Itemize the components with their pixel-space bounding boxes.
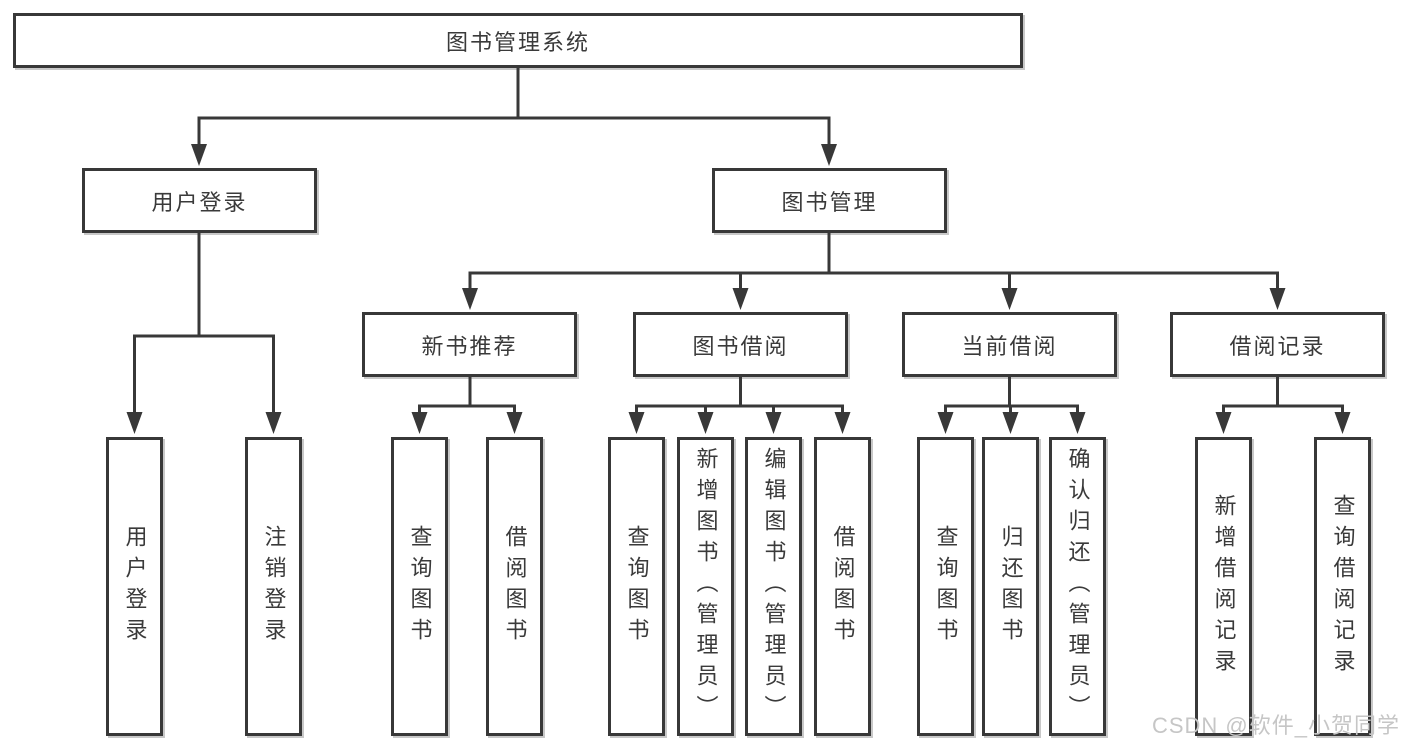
leaf-query-books-current: 查询图书	[917, 437, 974, 736]
leaf-query-books-borrow: 查询图书	[608, 437, 665, 736]
leaf-add-borrow-record-label: 新增借阅记录	[1211, 493, 1237, 680]
node-user-login: 用户登录	[82, 168, 317, 233]
node-root: 图书管理系统	[13, 13, 1023, 68]
node-book-management: 图书管理	[712, 168, 947, 233]
leaf-user-login: 用户登录	[106, 437, 163, 736]
new-book-branch	[411, 375, 523, 434]
root-branch	[191, 66, 837, 166]
node-borrowing-records: 借阅记录	[1170, 312, 1385, 377]
leaf-logout-login-label: 注销登录	[261, 524, 287, 649]
leaf-query-books-recommend-label: 查询图书	[407, 524, 433, 649]
leaf-return-books: 归还图书	[982, 437, 1039, 736]
book-management-branch	[462, 231, 1286, 310]
leaf-confirm-return-admin: 确认归还（管理员）	[1049, 437, 1106, 736]
leaf-query-books-borrow-label: 查询图书	[624, 524, 650, 649]
book-borrow-branch	[628, 375, 851, 434]
node-borrowing-records-label: 借阅记录	[1229, 333, 1326, 359]
leaf-query-books-current-label: 查询图书	[933, 524, 959, 649]
leaf-borrow-books-recommend-label: 借阅图书	[502, 524, 528, 649]
csdn-watermark: CSDN @软件_小贺同学	[1151, 713, 1400, 738]
leaf-query-books-recommend: 查询图书	[391, 437, 448, 736]
node-current-borrowing: 当前借阅	[902, 312, 1117, 377]
node-user-login-label: 用户登录	[151, 189, 248, 215]
node-new-book-recommendation: 新书推荐	[362, 312, 577, 377]
node-book-borrowing: 图书借阅	[633, 312, 848, 377]
leaf-logout-login: 注销登录	[245, 437, 302, 736]
leaf-confirm-return-admin-label: 确认归还（管理员）	[1065, 447, 1091, 726]
borrow-records-branch	[1215, 375, 1351, 434]
node-new-book-recommendation-label: 新书推荐	[421, 333, 518, 359]
node-root-label: 图书管理系统	[445, 29, 590, 55]
leaf-edit-books-admin-label: 编辑图书（管理员）	[761, 447, 787, 726]
leaf-borrow-books-recommend: 借阅图书	[486, 437, 543, 736]
node-current-borrowing-label: 当前借阅	[961, 333, 1058, 359]
leaf-borrow-books-borrow: 借阅图书	[814, 437, 871, 736]
leaf-query-borrow-record: 查询借阅记录	[1314, 437, 1371, 736]
leaf-add-books-admin: 新增图书（管理员）	[677, 437, 734, 736]
leaf-borrow-books-borrow-label: 借阅图书	[830, 524, 856, 649]
leaf-add-books-admin-label: 新增图书（管理员）	[693, 447, 719, 726]
user-login-branch	[126, 231, 282, 434]
node-book-management-label: 图书管理	[781, 189, 878, 215]
node-book-borrowing-label: 图书借阅	[692, 333, 789, 359]
current-borrow-branch	[937, 375, 1086, 434]
leaf-add-borrow-record: 新增借阅记录	[1195, 437, 1252, 736]
leaf-query-borrow-record-label: 查询借阅记录	[1330, 493, 1356, 680]
leaf-return-books-label: 归还图书	[998, 524, 1024, 649]
leaf-edit-books-admin: 编辑图书（管理员）	[745, 437, 802, 736]
leaf-user-login-label: 用户登录	[122, 524, 148, 649]
